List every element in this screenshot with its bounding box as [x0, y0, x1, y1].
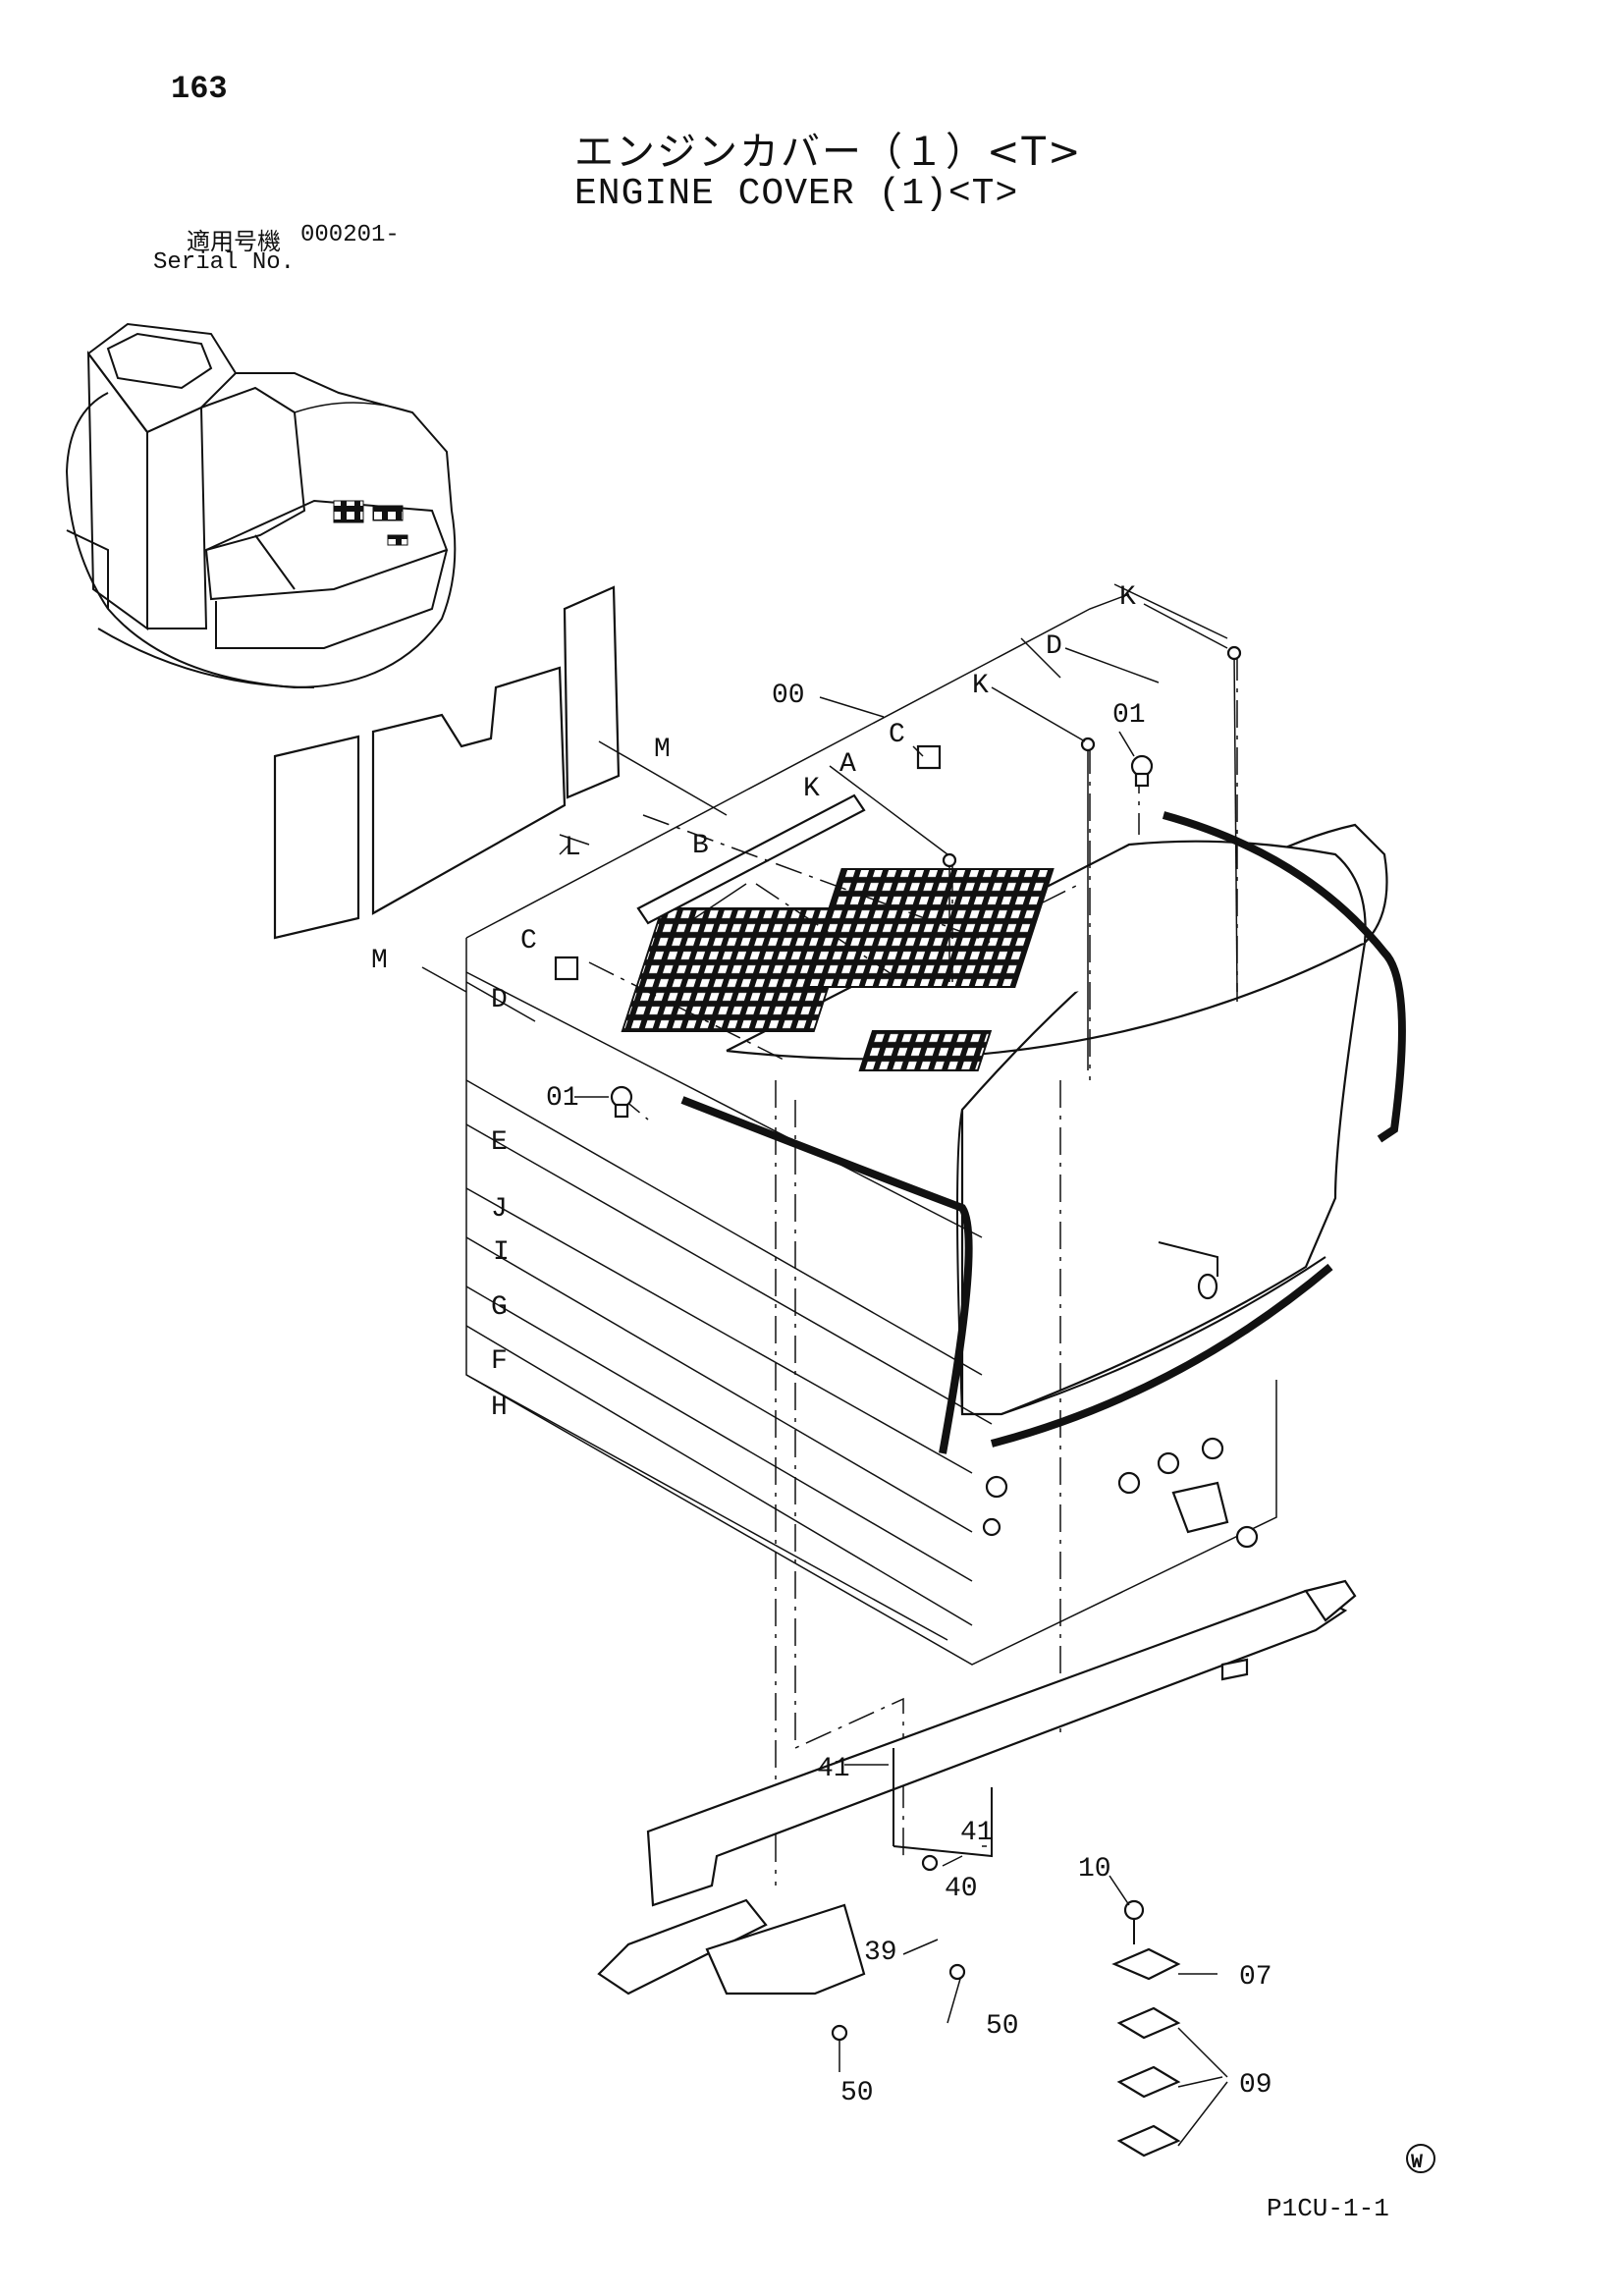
callout-letter: I: [493, 1237, 510, 1268]
callout-part-number: 07: [1239, 1962, 1272, 1993]
callout-part-number: 41: [960, 1818, 994, 1848]
top-parts: [554, 744, 942, 981]
callout-letter: M: [654, 735, 671, 765]
callout-part-number: 39: [864, 1938, 897, 1968]
fasteners: [610, 645, 1259, 1549]
serial-label-japanese: 適用号機: [187, 228, 281, 255]
mark-letter: W: [1411, 2152, 1423, 2174]
lower-frame: [597, 1579, 1357, 2158]
assembly-outlines: [465, 583, 1277, 1666]
callout-part-numbers: 00 01 01 41 41 40 39 50 50 10 07 09: [546, 681, 1272, 2108]
drawing-code: P1CU-1-1: [1267, 2194, 1389, 2223]
block-c-upper: [916, 744, 942, 770]
callout-letter: K: [972, 671, 989, 701]
callout-letter: K: [803, 774, 820, 804]
callout-part-number: 01: [1112, 700, 1146, 731]
machine-overview-illustration: [66, 322, 457, 689]
callout-letter: L: [565, 833, 581, 863]
callout-part-number: 01: [546, 1083, 579, 1114]
callout-part-number: 09: [1239, 2070, 1272, 2101]
callout-letter: F: [491, 1346, 508, 1377]
callout-letter: M: [371, 946, 388, 976]
vent-grille-small: [858, 1030, 993, 1071]
callout-letter: J: [491, 1194, 508, 1225]
page-title-english: ENGINE COVER (1)<T>: [574, 173, 1019, 215]
page-title-japanese: エンジンカバー（１）<T>: [574, 130, 1083, 175]
callout-letter: G: [491, 1292, 508, 1323]
seal-strips: [680, 811, 1406, 1454]
callout-letter: K: [1119, 582, 1136, 613]
callout-letter: D: [1046, 631, 1062, 662]
insulation-panels: [273, 585, 621, 940]
circled-w-mark: W: [1406, 2144, 1435, 2174]
callout-part-number: 50: [840, 2078, 874, 2108]
callout-letter: C: [520, 926, 537, 957]
callout-letter: D: [491, 985, 508, 1015]
callout-letter: A: [839, 749, 856, 780]
callout-part-number: 00: [772, 681, 805, 711]
callout-letters: K D K C A K B L M M C D E J I G F H: [371, 582, 1136, 1423]
leader-lines: [421, 603, 1228, 2147]
block-c-lower: [554, 956, 579, 981]
page-number: 163: [171, 71, 228, 107]
callout-letter: H: [491, 1393, 508, 1423]
serial-label-english: Serial No.: [153, 249, 296, 276]
serial-value: 000201-: [300, 222, 400, 248]
vent-grille-right: [802, 868, 1055, 988]
callout-part-number: 10: [1078, 1854, 1111, 1885]
callout-letter: C: [889, 720, 905, 750]
callout-part-number: 50: [986, 2011, 1019, 2042]
callout-letter: B: [692, 831, 709, 861]
callout-letter: E: [491, 1127, 508, 1158]
callout-part-number: 40: [945, 1874, 978, 1904]
callout-part-number: 41: [817, 1754, 850, 1784]
